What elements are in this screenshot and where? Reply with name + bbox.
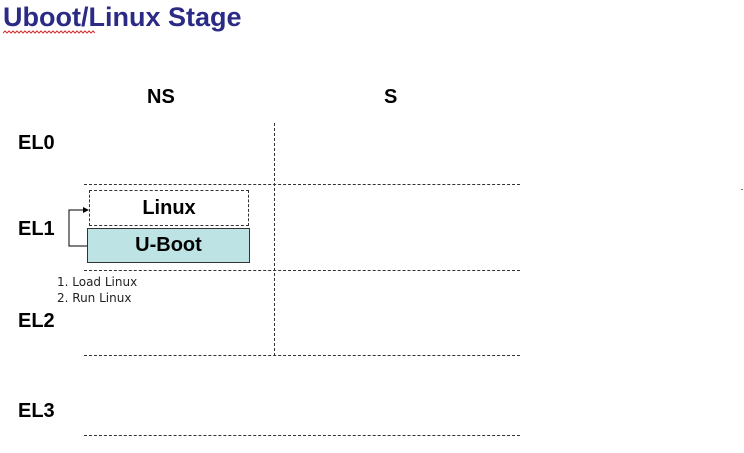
el3-label: EL3 bbox=[18, 400, 55, 422]
column-header-ns: NS bbox=[147, 86, 175, 108]
page-title: Uboot/Linux Stage bbox=[3, 2, 242, 32]
linux-box: Linux bbox=[89, 190, 249, 226]
spellcheck-underline bbox=[3, 30, 95, 34]
el1-label: EL1 bbox=[18, 218, 55, 240]
el2-el3-divider bbox=[84, 355, 520, 356]
steps-list: 1. Load Linux 2. Run Linux bbox=[57, 274, 137, 306]
el1-el2-divider bbox=[84, 270, 520, 271]
edge-mark bbox=[741, 189, 743, 190]
uboot-box: U-Boot bbox=[87, 228, 250, 263]
handoff-arrow bbox=[68, 207, 89, 247]
column-header-s: S bbox=[384, 86, 398, 108]
el2-label: EL2 bbox=[18, 310, 55, 332]
el0-label: EL0 bbox=[18, 132, 55, 154]
step-run-linux: 2. Run Linux bbox=[57, 291, 132, 305]
el0-el1-divider bbox=[84, 184, 520, 185]
step-load-linux: 1. Load Linux bbox=[57, 275, 138, 289]
bottom-divider bbox=[84, 435, 520, 436]
ns-s-divider bbox=[274, 123, 275, 356]
